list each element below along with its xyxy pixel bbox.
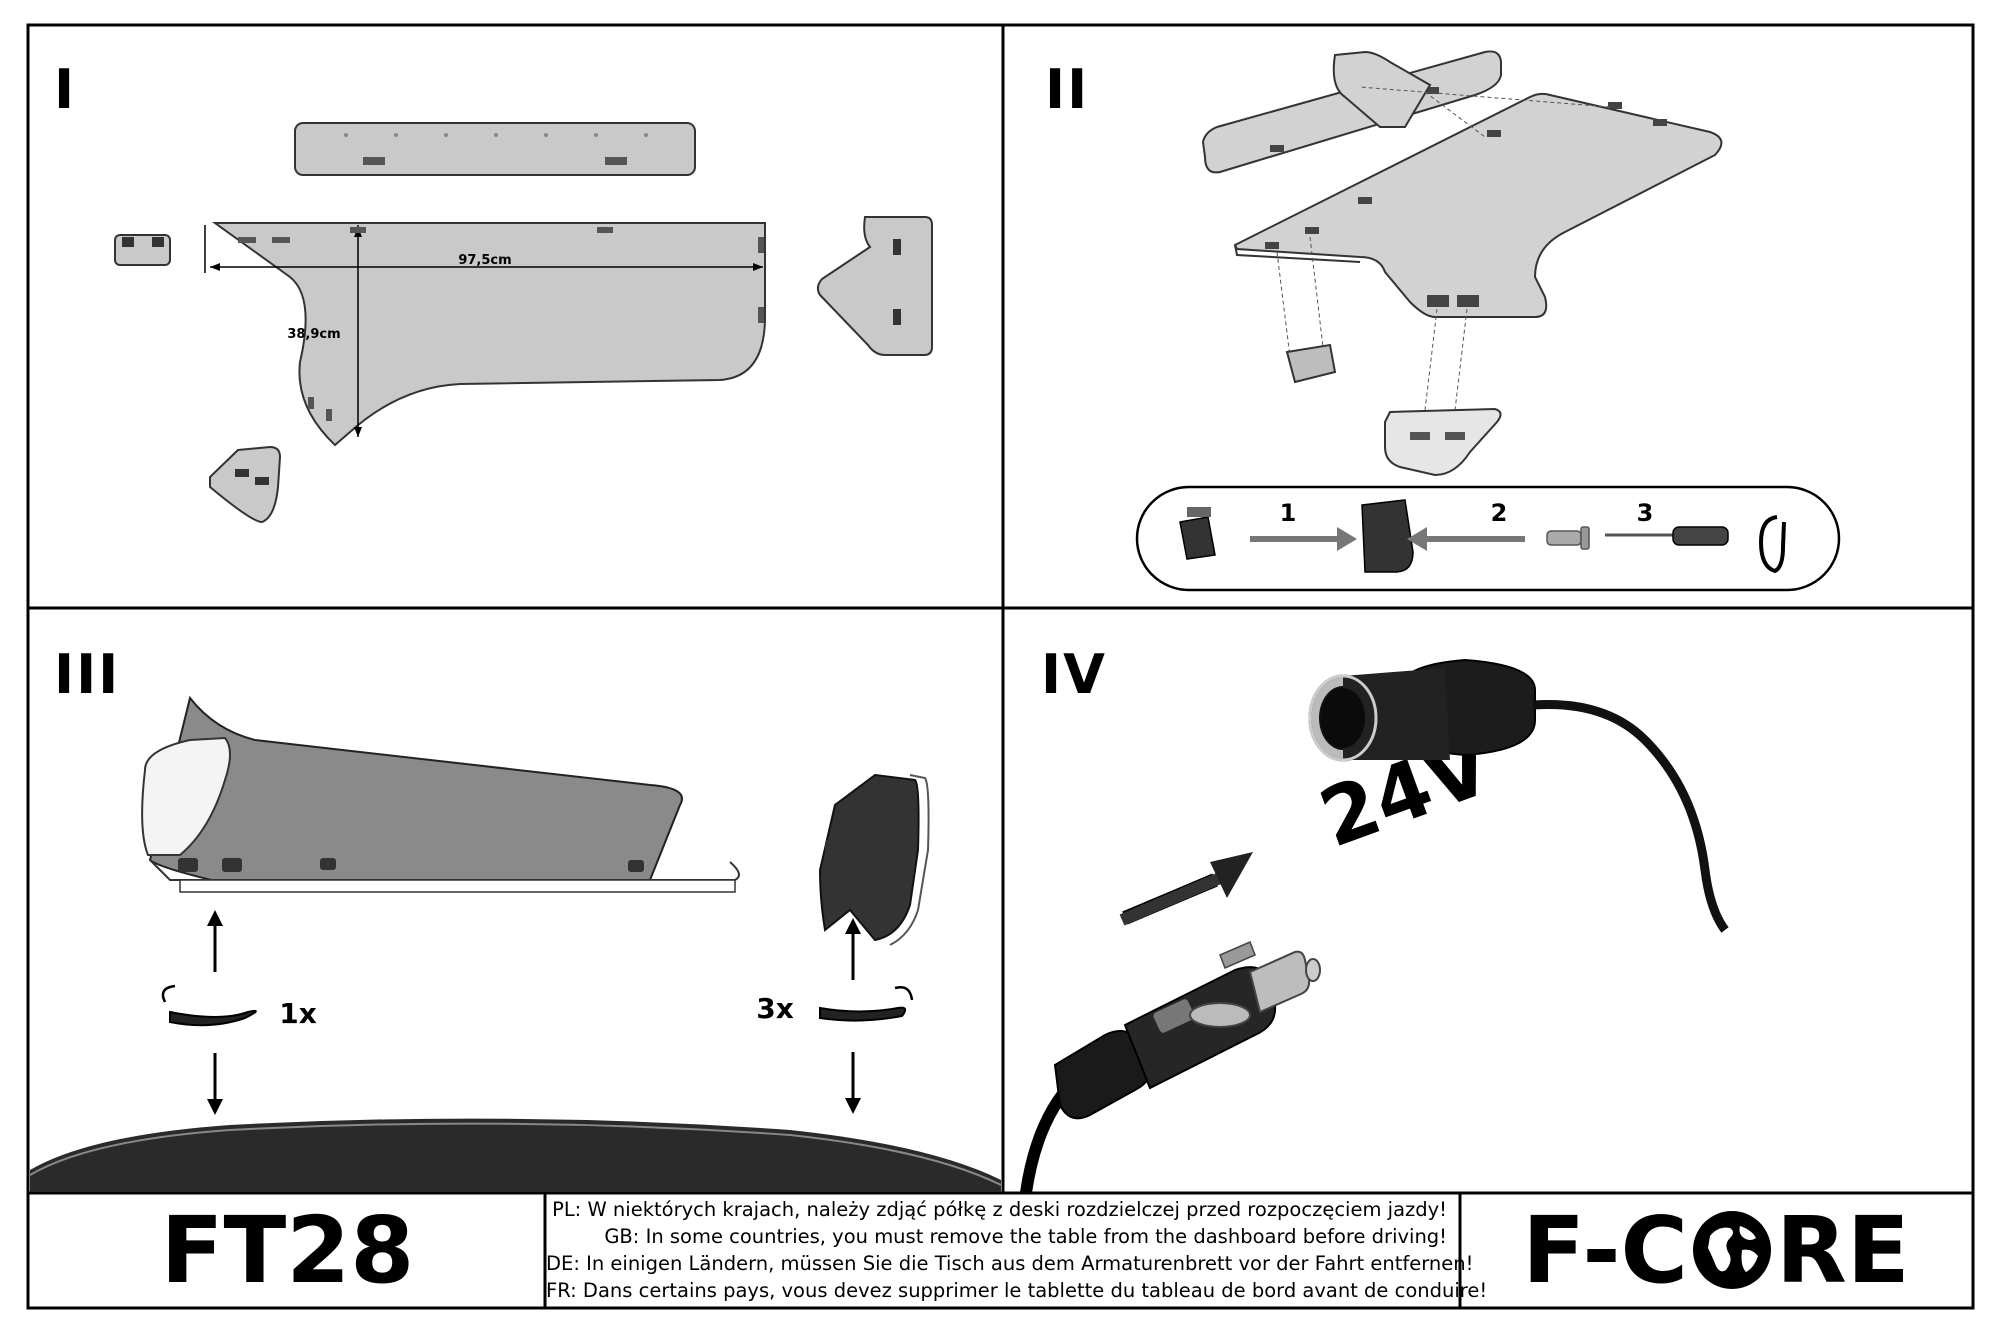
front-strip-part: [294, 122, 696, 176]
right-leg-side-view: [818, 773, 920, 942]
panel-3-mounting-drawing: 1x 3x: [30, 695, 1001, 1192]
brand-logo-left: F-C: [1522, 1196, 1689, 1304]
right-leg-part: [816, 216, 933, 356]
panel-4-numeral: IV: [1041, 643, 1107, 706]
panel-3-numeral: III: [54, 643, 121, 706]
screw-icon: [1546, 526, 1590, 550]
brand-logo: F-C RE: [1462, 1196, 1970, 1304]
rotate-cw-icon: [894, 986, 914, 1001]
panel-4-power-drawing: 24V: [1020, 658, 1729, 1192]
panel-1-numeral: I: [54, 58, 77, 121]
globe-icon: [1693, 1211, 1772, 1289]
clip-icon: [1179, 516, 1216, 560]
clip-assembled-icon: [1361, 499, 1414, 573]
right-turns-label: 3x: [756, 992, 794, 1025]
panel-4: IV 24V: [1005, 610, 1971, 1192]
power-socket: [1308, 658, 1729, 933]
shelf-side-view: [148, 695, 683, 884]
left-turns-label: 1x: [279, 997, 317, 1030]
arrow-up-left-icon: [207, 910, 223, 926]
warning-de: DE: In einigen Ländern, müssen Sie die T…: [546, 1252, 1474, 1275]
left-clip-housing: [141, 736, 231, 856]
driving-warnings: PL: W niektórych krajach, należy zdjąć p…: [546, 1196, 1488, 1304]
panel-1: I 97,5cm 38,9cm: [30, 27, 1001, 606]
screwdriver-icon: [1605, 526, 1729, 546]
warning-gb: GB: In some countries, you must remove t…: [604, 1225, 1447, 1248]
width-dimension-label: 97,5cm: [458, 253, 511, 268]
model-number: FT28: [160, 1196, 415, 1304]
strap-right: [819, 1006, 907, 1022]
brand-logo-right: RE: [1776, 1196, 1910, 1304]
arrow-down-right-icon: [845, 1098, 861, 1114]
bottom-leg-3d: [1384, 407, 1502, 477]
step-3-label: 3: [1637, 499, 1654, 527]
warning-fr: FR: Dans certains pays, vous devez suppr…: [546, 1279, 1488, 1302]
main-board-part: [211, 222, 766, 447]
arrow-down-left-icon: [207, 1099, 223, 1115]
rotate-ccw-icon: [161, 984, 176, 1003]
arrow-right-icon: [1337, 527, 1357, 551]
panel-2: II 1 2 3: [1005, 27, 1971, 606]
direction-arrow-icon: [1210, 852, 1253, 898]
panel-3: III 1x 3x: [30, 610, 1001, 1192]
power-plug: [1020, 941, 1321, 1192]
panel-2-assembly-drawing: 1 2 3: [1135, 50, 1841, 592]
cable-tie-icon: [1758, 515, 1786, 574]
bottom-leg-part: [209, 445, 282, 524]
strap-left: [169, 1009, 257, 1027]
front-strip-3d: [1201, 50, 1502, 174]
step-2-label: 2: [1491, 499, 1508, 527]
dashboard-surface: [30, 1118, 1001, 1192]
height-dimension-label: 38,9cm: [287, 327, 340, 342]
panel-2-numeral: II: [1045, 58, 1090, 121]
arrow-left-icon: [1407, 527, 1427, 551]
panel-1-parts-drawing: 97,5cm 38,9cm: [114, 122, 933, 524]
main-board-3d: [1233, 92, 1723, 318]
right-leg-3d: [1332, 50, 1432, 128]
step-1-label: 1: [1280, 499, 1297, 527]
left-clip-3d: [1285, 343, 1337, 384]
arrow-up-right-icon: [845, 918, 861, 934]
warning-pl: PL: W niektórych krajach, należy zdjąć p…: [552, 1198, 1447, 1221]
